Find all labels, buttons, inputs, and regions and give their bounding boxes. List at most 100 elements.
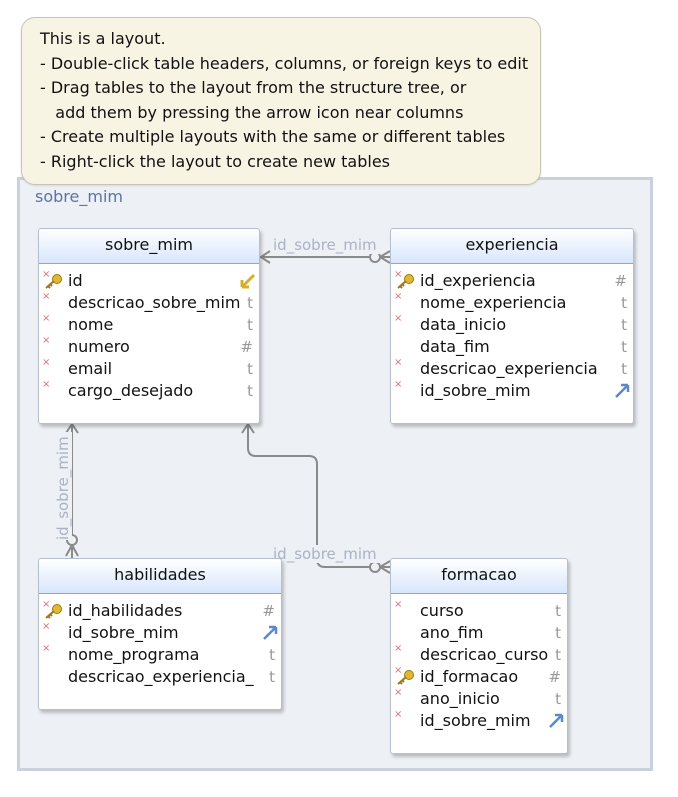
column-row[interactable]: × descricao_curso t xyxy=(391,643,567,666)
hint-line: add them by pressing the arrow icon near… xyxy=(40,102,464,122)
column-row[interactable]: × id_habilidades # xyxy=(39,599,281,622)
hint-line: - Create multiple layouts with the same … xyxy=(40,127,506,147)
column-name: descricao_experiencia xyxy=(420,359,598,378)
column-row[interactable]: × numero # xyxy=(39,335,259,358)
required-marker: × xyxy=(42,379,51,390)
column-row[interactable]: × nome_experiencia t xyxy=(391,291,633,314)
column-row[interactable]: × ano_inicio t xyxy=(391,687,567,710)
fk-arrow-icon[interactable] xyxy=(547,712,565,730)
column-row[interactable]: × descricao_sobre_mim t xyxy=(39,291,259,314)
table-habilidades[interactable]: habilidades × id_habilidades # × id_sobr… xyxy=(38,558,282,710)
required-marker: × xyxy=(42,599,51,610)
column-row[interactable]: × email t xyxy=(39,357,259,380)
column-type: t xyxy=(621,316,627,334)
column-type: t xyxy=(555,690,561,708)
column-name: id_formacao xyxy=(420,667,519,686)
column-row[interactable]: × data_inicio t xyxy=(391,313,633,336)
layout-name-label: sobre_mim xyxy=(35,187,123,206)
key-arrow-icon[interactable] xyxy=(239,272,257,290)
fk-arrow-icon[interactable] xyxy=(261,624,279,642)
column-type: t xyxy=(247,316,253,334)
required-marker: × xyxy=(42,269,51,280)
column-name: ano_inicio xyxy=(420,689,500,708)
relation-label-habilidades[interactable]: id_sobre_mim xyxy=(54,436,73,540)
column-row[interactable]: × cargo_desejado t xyxy=(39,379,259,402)
relation-line-formacao xyxy=(247,425,390,568)
column-name: ano_fim xyxy=(420,623,484,642)
column-name: descricao_curso xyxy=(420,645,549,664)
crowfoot xyxy=(379,560,391,574)
relation-label-formacao[interactable]: id_sobre_mim xyxy=(273,545,377,564)
table-header[interactable]: habilidades xyxy=(39,559,281,594)
required-marker: × xyxy=(394,687,403,698)
column-row[interactable]: × id_formacao # xyxy=(391,665,567,688)
hint-line: - Drag tables to the layout from the str… xyxy=(40,78,467,98)
column-row[interactable]: descricao_experiencia_ t xyxy=(39,666,281,688)
column-type: t xyxy=(269,646,275,664)
column-type: # xyxy=(548,668,561,686)
column-type: t xyxy=(247,294,253,312)
column-row[interactable]: × descricao_experiencia t xyxy=(391,357,633,380)
required-marker: × xyxy=(394,291,403,302)
required-marker: × xyxy=(394,269,403,280)
required-marker: × xyxy=(394,643,403,654)
column-name: descricao_sobre_mim xyxy=(68,293,241,312)
crowfoot xyxy=(65,544,79,557)
table-formacao[interactable]: formacao × curso t ano_fim t × descricao… xyxy=(390,558,568,754)
column-name: id_experiencia xyxy=(420,271,536,290)
table-header[interactable]: formacao xyxy=(391,559,567,594)
crowfoot xyxy=(379,250,391,264)
column-name: curso xyxy=(420,601,464,620)
column-row[interactable]: data_fim t xyxy=(391,336,633,358)
column-row[interactable]: × id_experiencia # xyxy=(391,269,633,292)
table-header[interactable]: experiencia xyxy=(391,229,633,264)
required-marker: × xyxy=(394,357,403,368)
table-sobre-mim[interactable]: sobre_mim × id × descricao_sobre_mim t ×… xyxy=(38,228,260,424)
required-marker: × xyxy=(394,709,403,720)
column-row[interactable]: × curso t xyxy=(391,599,567,622)
table-header[interactable]: sobre_mim xyxy=(39,229,259,264)
column-name: id_habilidades xyxy=(68,601,183,620)
hint-line: - Double-click table headers, columns, o… xyxy=(40,53,529,73)
required-marker: × xyxy=(394,665,403,676)
column-row[interactable]: × nome t xyxy=(39,313,259,336)
primary-key-icon xyxy=(397,274,414,289)
required-marker: × xyxy=(42,313,51,324)
column-row[interactable]: × id_sobre_mim xyxy=(391,709,567,732)
required-marker: × xyxy=(42,291,51,302)
column-row[interactable]: × id xyxy=(39,269,259,292)
column-row[interactable]: × id_sobre_mim xyxy=(391,379,633,402)
required-marker: × xyxy=(394,379,403,390)
column-type: t xyxy=(555,602,561,620)
column-row[interactable]: × id_sobre_mim xyxy=(39,621,281,644)
required-marker: × xyxy=(42,621,51,632)
required-marker: × xyxy=(42,357,51,368)
column-name: id_sobre_mim xyxy=(420,381,531,400)
column-type: t xyxy=(247,360,253,378)
relation-arrowhead xyxy=(259,250,271,264)
column-name: numero xyxy=(68,337,130,356)
relation-label-experiencia[interactable]: id_sobre_mim xyxy=(273,236,377,255)
column-row[interactable]: ano_fim t xyxy=(391,622,567,644)
column-name: nome_experiencia xyxy=(420,293,567,312)
column-type: t xyxy=(621,360,627,378)
column-type: t xyxy=(621,338,627,356)
column-name: descricao_experiencia_ xyxy=(68,667,254,686)
relation-arrowhead xyxy=(65,422,79,434)
column-name: email xyxy=(68,359,113,378)
column-name: nome xyxy=(68,315,114,334)
column-type: t xyxy=(621,294,627,312)
fk-arrow-icon[interactable] xyxy=(613,382,631,400)
relation-arrowhead xyxy=(241,422,255,434)
primary-key-icon xyxy=(45,604,62,619)
relation-circle xyxy=(369,561,381,573)
column-row[interactable]: × nome_programa t xyxy=(39,643,281,666)
required-marker: × xyxy=(42,643,51,654)
column-name: id_sobre_mim xyxy=(420,711,531,730)
column-name: data_fim xyxy=(420,337,490,356)
required-marker: × xyxy=(394,313,403,324)
table-experiencia[interactable]: experiencia × id_experiencia # × nome_ex… xyxy=(390,228,634,424)
column-name: id xyxy=(68,271,83,290)
required-marker: × xyxy=(394,599,403,610)
